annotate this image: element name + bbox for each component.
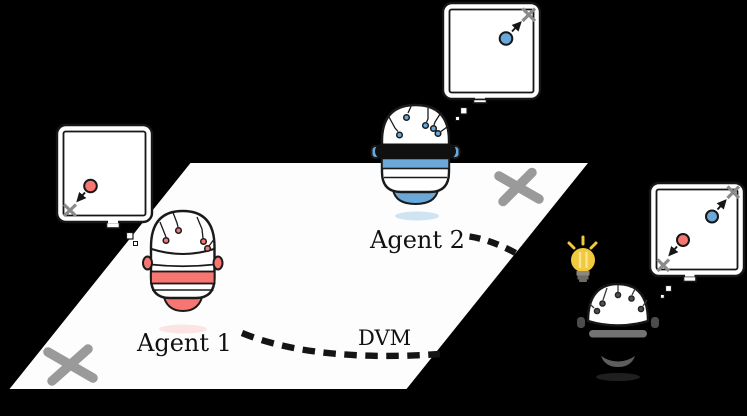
x-mark-top-right [494,167,544,207]
agent1-ear-right [212,255,224,271]
agent2-circuit-traces [388,106,448,133]
agent1-circuit-traces [159,212,215,247]
agent1-label: Agent 1 [136,329,232,357]
agent2-thought-bubble [441,1,542,121]
target-x-icon [521,7,537,23]
agent1-ear-left [142,255,153,271]
goal-arrow-icon [716,199,727,211]
thought-trail [133,241,138,246]
agent2-label: Agent 2 [369,226,465,254]
x-mark-bottom-left [43,344,98,386]
thought-trail [455,116,460,121]
agent2-stripe [381,157,450,170]
thought-trail [664,284,673,293]
blue-goal-dot-icon [705,209,719,224]
idle-robot-circuit-dots [593,291,645,315]
agent2-circuit-dots [395,113,442,139]
target-x-icon [726,185,741,200]
thought-trail [459,106,468,115]
bubble-tab-join [685,273,695,277]
dvm-link-lower [240,330,441,360]
lightbulb-base [577,275,589,280]
agent2-visor [375,143,456,159]
bubble-tab-join [475,95,485,99]
blue-goal-dot-icon [498,31,514,46]
idle-robot-base-arc [601,356,635,367]
dvm-link-upper [468,233,519,257]
agent1-visor-line [150,263,215,268]
plane-surface [9,163,588,389]
red-goal-dot-icon [83,178,98,194]
idle-robot-ear-left [577,317,585,328]
agent2-robot [370,103,461,221]
goal-arrow-icon [668,245,679,257]
bubble-tab-join [108,219,118,224]
agent1-robot [142,209,224,334]
bubble-inner-panel [448,8,535,94]
target-x-icon [656,258,671,273]
agent2-shadow-glow [395,211,439,221]
agent1-thought-bubble [55,123,154,246]
agent1-stripe [150,270,216,285]
goal-arrow-icon [511,21,522,33]
idle-robot [577,282,659,381]
red-goal-dot-icon [676,233,690,247]
target-x-icon [62,203,78,218]
idle-robot-circuit-traces [589,285,648,309]
lightbulb-bulb [571,248,595,272]
agent1-circuit-dots [162,226,212,253]
dvm-label: DVM [358,326,411,350]
goal-arrow-icon [76,191,87,203]
agent2-base [391,189,440,206]
thought-trail [125,231,134,240]
lightbulb-base [579,279,587,282]
bubble-inner-panel [62,130,147,217]
idle-robot-visor-stripe [589,330,647,338]
lightbulb-rays [567,235,598,250]
agent1-shadow-glow [159,324,207,334]
lightbulb-base [576,271,590,276]
idle-robot-thought-bubble [648,181,746,299]
idle-robot-shadow-glow [596,373,640,381]
lightbulb-icon [567,235,598,282]
thought-trail [660,294,665,299]
idle-robot-ear-right [651,317,659,328]
